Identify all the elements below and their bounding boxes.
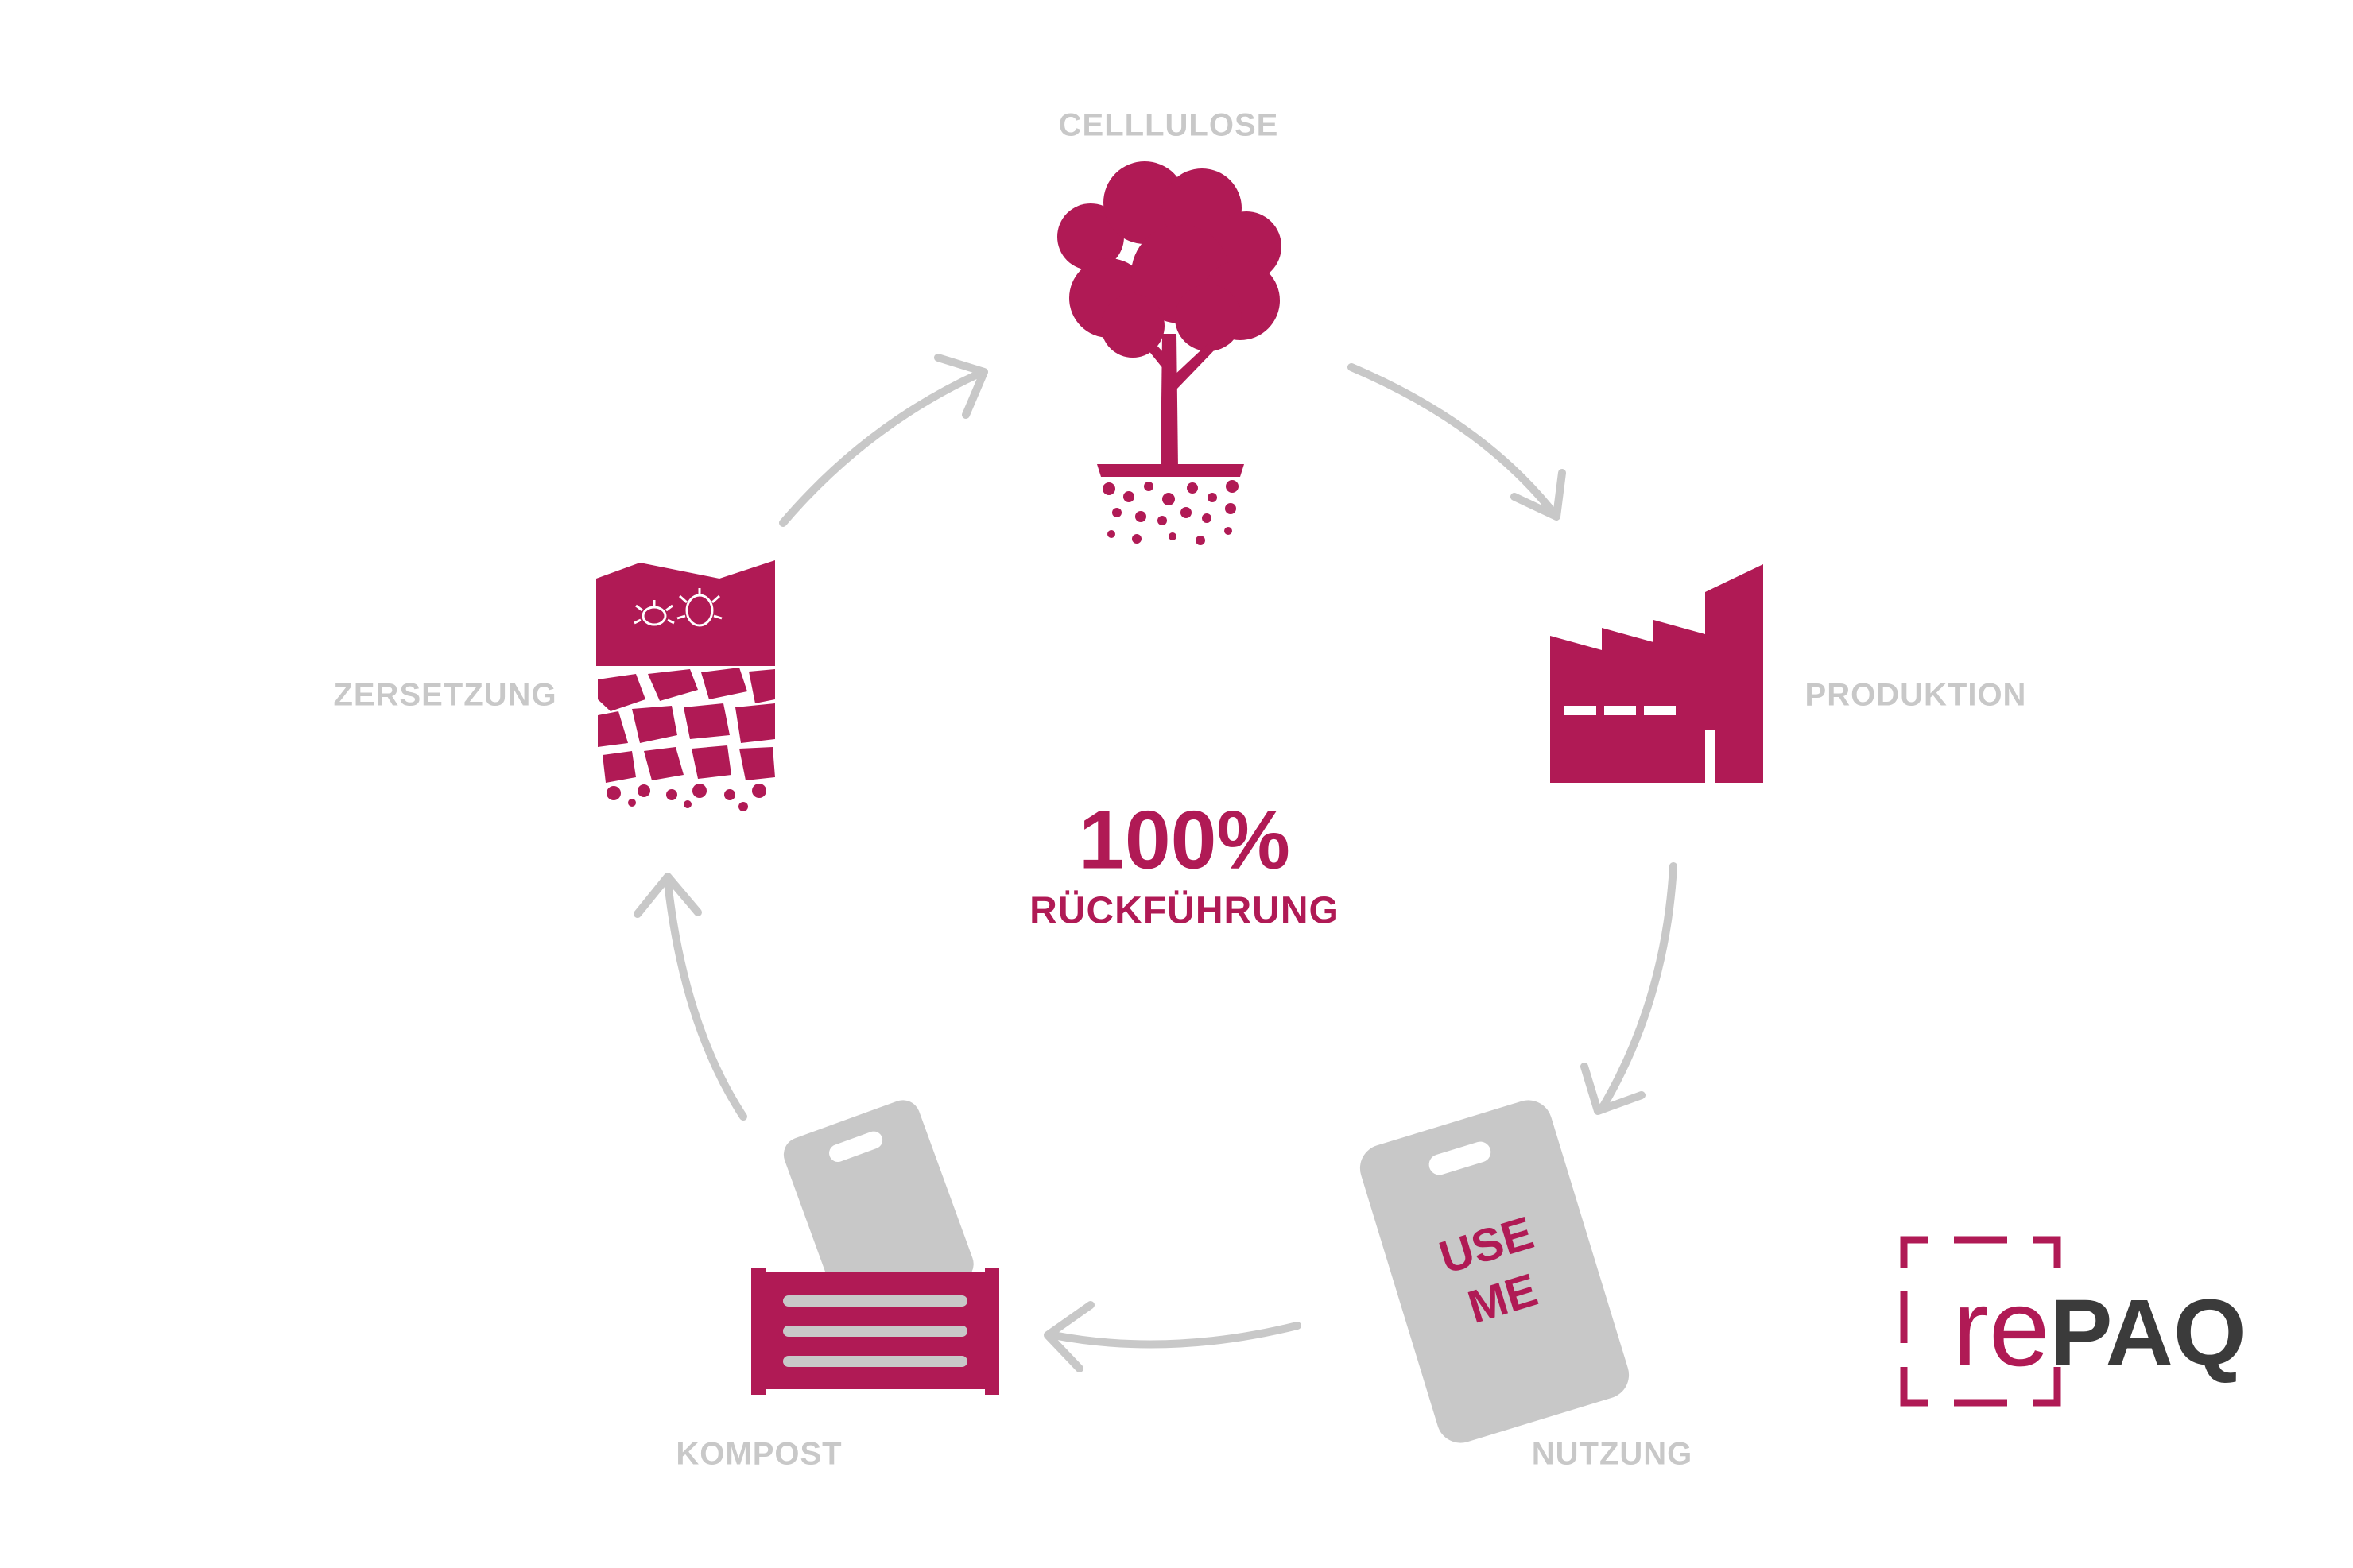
soil-fragments xyxy=(598,668,775,811)
repaq-logo: re PAQ xyxy=(1952,1256,2246,1383)
logo-re-text: re xyxy=(1952,1267,2050,1389)
arrow-cellulose-to-production xyxy=(1347,363,1566,521)
label-cellulose: CELLLULOSE xyxy=(1058,107,1279,143)
tree-icon xyxy=(1057,161,1281,545)
bug-icon xyxy=(634,600,675,626)
repaq-logo-frame xyxy=(1900,1236,2061,1407)
compost-bin-icon xyxy=(751,1100,999,1395)
label-usage: NUTZUNG xyxy=(1531,1436,1693,1472)
bug-icon-2 xyxy=(676,588,723,627)
arrow-decomposition-to-cellulose xyxy=(779,354,988,527)
label-decomposition: ZERSETZUNG xyxy=(333,677,557,713)
label-production: PRODUKTION xyxy=(1804,677,2027,713)
compost-bag-icon xyxy=(783,1100,974,1319)
arrow-production-to-usage xyxy=(1580,862,1677,1115)
center-percentage: 100% xyxy=(1079,794,1290,887)
arrow-usage-to-compost xyxy=(1044,1301,1301,1372)
factory-icon xyxy=(1550,564,1763,783)
decomposition-soil-icon xyxy=(596,560,775,811)
soil-particles xyxy=(1103,480,1239,545)
use-me-bag-icon: USE ME xyxy=(1359,1100,1630,1443)
label-compost: KOMPOST xyxy=(676,1436,843,1472)
logo-paq-text: PAQ xyxy=(2049,1280,2246,1385)
arrow-compost-to-decomposition xyxy=(634,873,747,1121)
center-subtitle: RÜCKFÜHRUNG xyxy=(1029,889,1339,932)
